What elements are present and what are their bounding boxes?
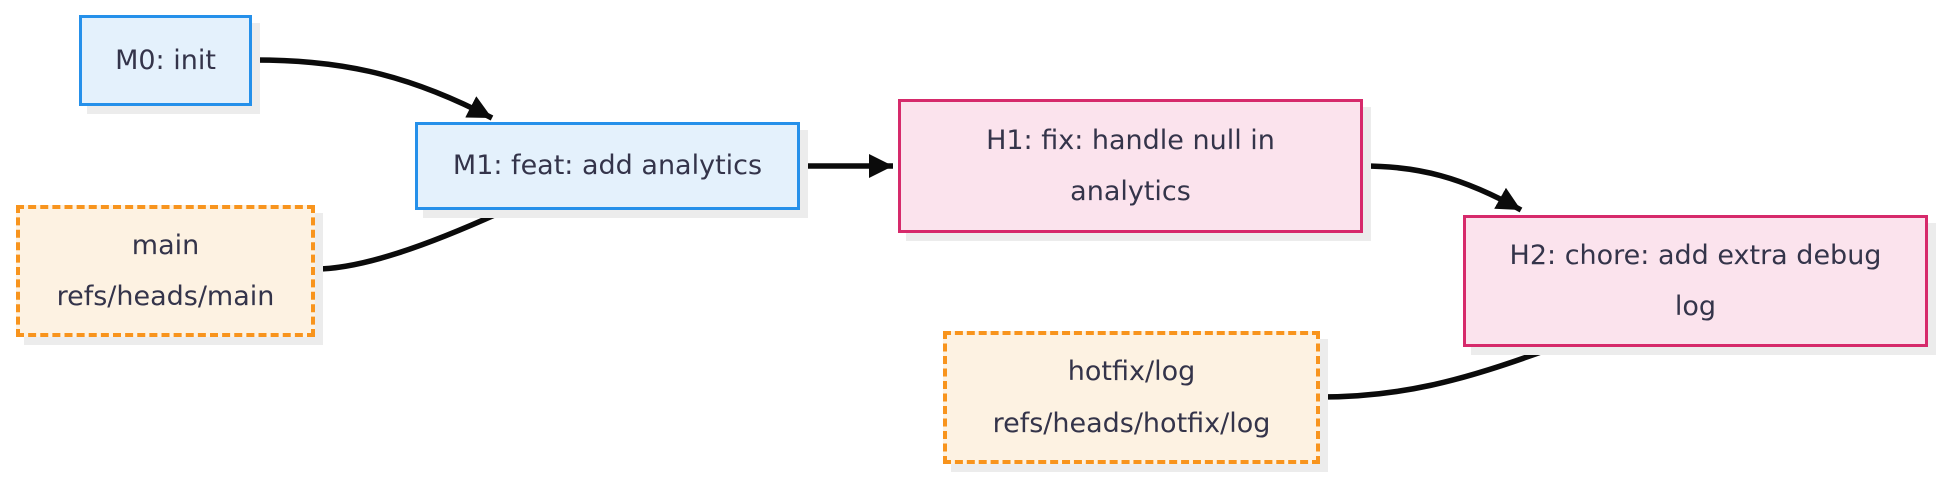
- branch-full-ref: refs/heads/hotfix/log: [992, 407, 1271, 439]
- branch-ref-node-main: main refs/heads/main: [16, 205, 315, 337]
- branch-full-ref: refs/heads/main: [56, 281, 275, 312]
- edge-hotfix-ref-to-h2: [1319, 346, 1550, 400]
- commit-label-line1: H2: chore: add extra debug: [1509, 239, 1882, 271]
- commit-label-line2: analytics: [1070, 176, 1191, 207]
- commit-label-line2: log: [1674, 291, 1717, 322]
- branch-name: hotfix/log: [1067, 356, 1196, 388]
- commit-label: M1: feat: add analytics: [452, 150, 763, 182]
- branch-ref-node-hotfix-log: hotfix/log refs/heads/hotfix/log: [943, 331, 1320, 464]
- edge-h1-to-h2: [1362, 163, 1523, 213]
- commit-node-h2: H2: chore: add extra debug log: [1463, 215, 1928, 347]
- branch-name: main: [131, 229, 200, 261]
- commit-node-m0: M0: init: [79, 15, 252, 106]
- edge-main-ref-to-m1: [314, 210, 501, 272]
- commit-node-h1: H1: fix: handle null in analytics: [898, 99, 1363, 233]
- edge-m0-to-m1: [251, 57, 494, 121]
- commit-label-line1: H1: fix: handle null in: [986, 124, 1275, 156]
- commit-node-m1: M1: feat: add analytics: [415, 122, 800, 210]
- commit-label: M0: init: [115, 44, 216, 76]
